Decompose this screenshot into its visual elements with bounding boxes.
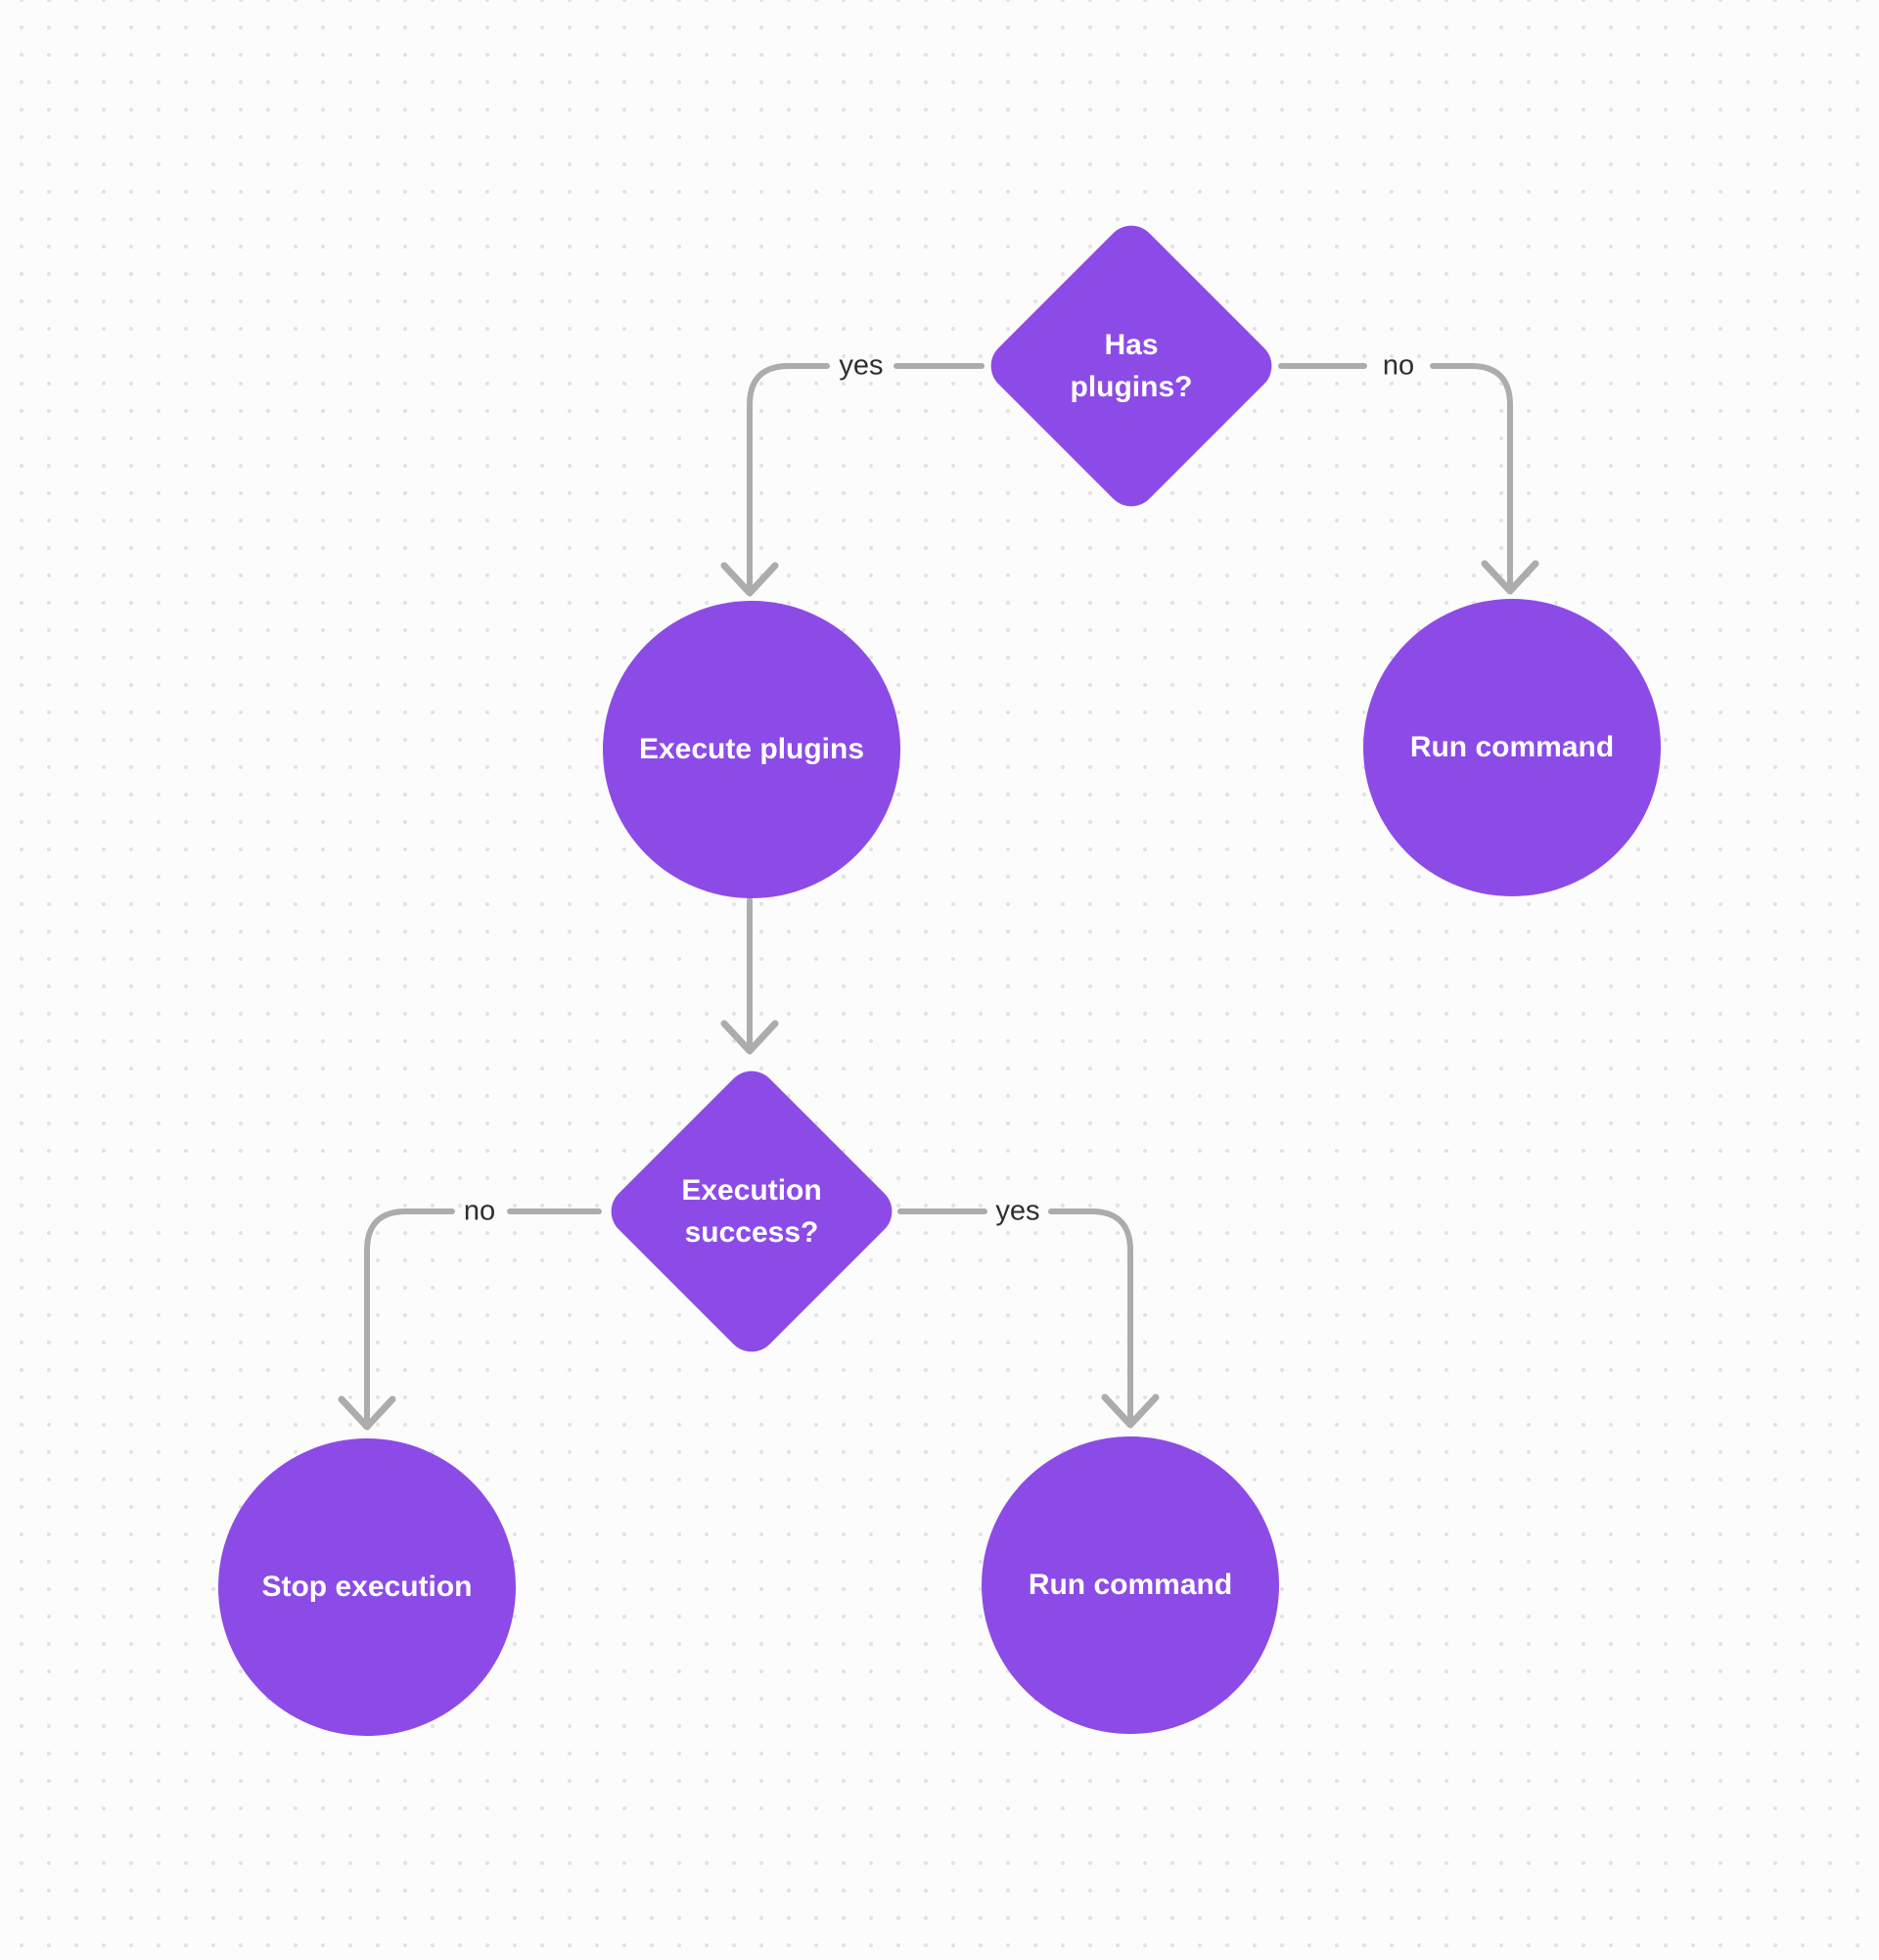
node-label: Stop execution bbox=[261, 1571, 473, 1604]
edge-label-yes[interactable]: yes bbox=[839, 349, 884, 382]
edge-has-plugins-to-execute-plugins-segment-2 bbox=[747, 363, 830, 590]
node-label: Run command bbox=[1409, 731, 1615, 764]
edge-execution-success-to-run-command-2-segment-2 bbox=[1048, 1208, 1133, 1422]
node-label: Run command bbox=[1028, 1569, 1233, 1602]
edge-execution-success-to-run-command-2-arrowhead-icon bbox=[1101, 1393, 1160, 1429]
node-stop-execution[interactable]: Stop execution bbox=[218, 1438, 516, 1736]
node-label: Has plugins? bbox=[1070, 328, 1193, 404]
node-execution-success[interactable]: Execution success? bbox=[600, 1060, 903, 1363]
circle-shape bbox=[218, 1438, 516, 1736]
circle-shape bbox=[1363, 599, 1661, 896]
node-run-command-2[interactable]: Run command bbox=[982, 1436, 1279, 1734]
node-run-command-1[interactable]: Run command bbox=[1363, 599, 1661, 896]
edge-label-no[interactable]: no bbox=[463, 1195, 496, 1227]
edge-label-yes[interactable]: yes bbox=[995, 1195, 1040, 1227]
edge-execution-success-to-stop-execution-arrowhead-icon bbox=[338, 1395, 396, 1431]
node-label: Execution success? bbox=[681, 1173, 822, 1250]
edge-label-no[interactable]: no bbox=[1382, 349, 1415, 382]
node-execute-plugins[interactable]: Execute plugins bbox=[603, 601, 900, 898]
circle-shape bbox=[982, 1436, 1279, 1734]
node-has-plugins[interactable]: Has plugins? bbox=[980, 214, 1283, 518]
edge-has-plugins-to-execute-plugins-arrowhead-icon bbox=[720, 562, 779, 597]
node-label: Execute plugins bbox=[638, 733, 865, 766]
edge-execute-plugins-to-execution-success-arrowhead-icon bbox=[720, 1020, 779, 1055]
edge-has-plugins-to-run-command-1-arrowhead-icon bbox=[1481, 560, 1539, 595]
edge-execution-success-to-stop-execution-segment-2 bbox=[364, 1208, 455, 1424]
edge-has-plugins-to-run-command-1-segment-2 bbox=[1430, 363, 1513, 588]
circle-shape bbox=[603, 601, 900, 898]
